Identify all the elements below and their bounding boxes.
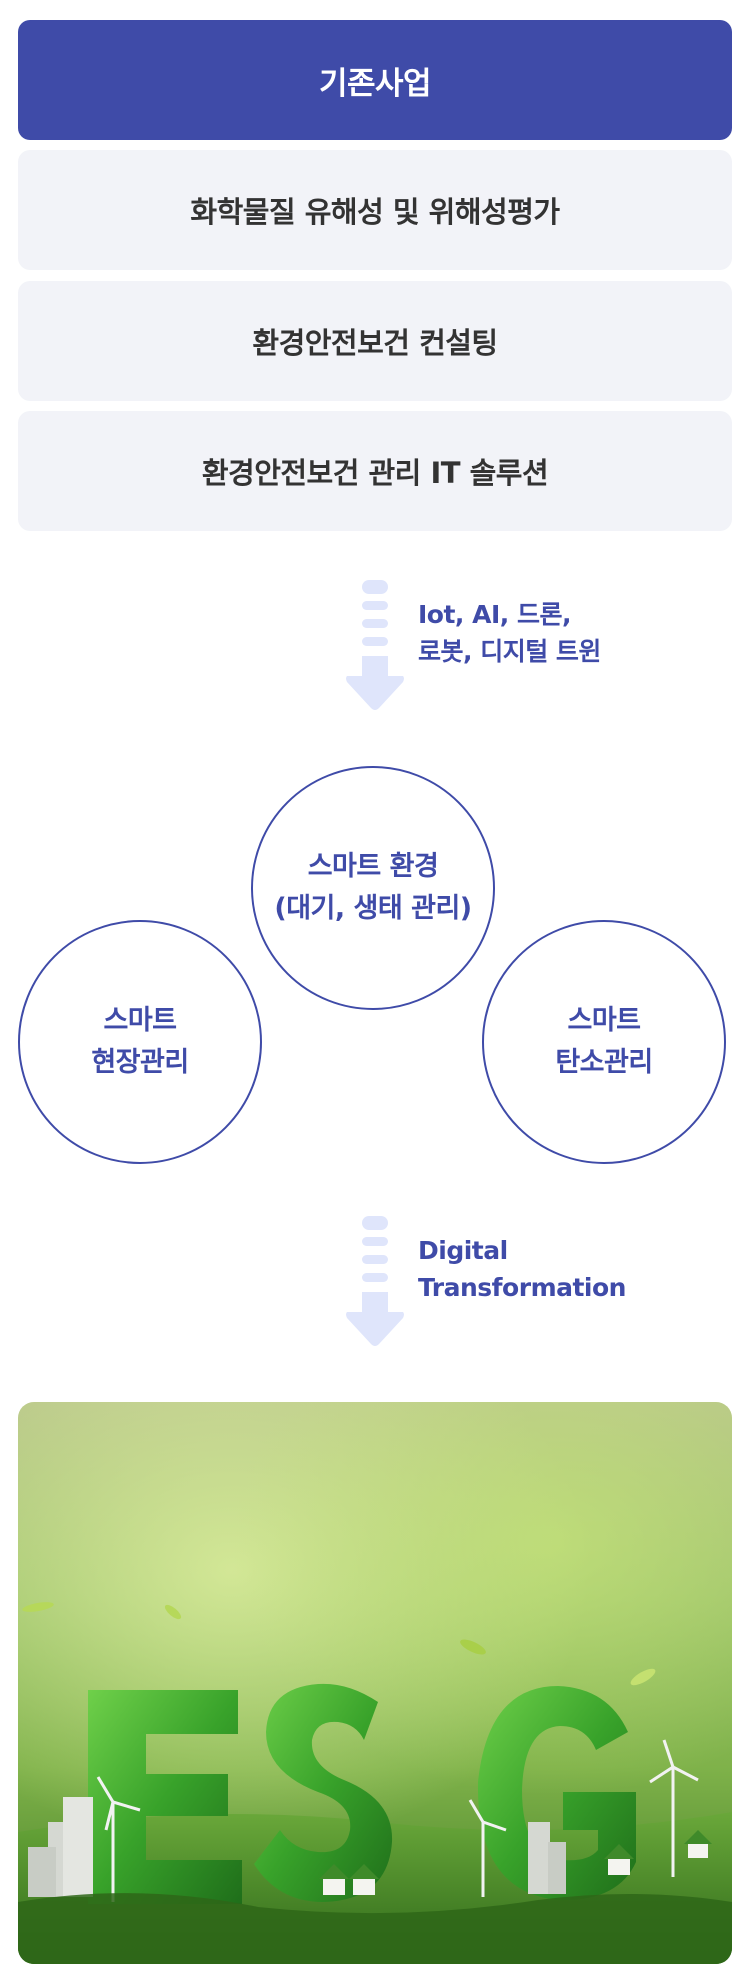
business-item-ehs-consulting: 환경안전보건 컨설팅	[18, 281, 732, 401]
arrow-down-icon	[346, 1216, 404, 1346]
transition-label-tech: Iot, AI, 드론, 로봇, 디지털 트윈	[418, 596, 601, 670]
business-item-ehs-it-solution: 환경안전보건 관리 IT 솔루션	[18, 411, 732, 531]
circle-smart-environment: 스마트 환경 (대기, 생태 관리)	[251, 766, 495, 1010]
transition-label-line: 로봇, 디지털 트윈	[418, 637, 601, 666]
transition-label-dx: Digital Transformation	[418, 1232, 626, 1306]
transition-label-line: Transformation	[418, 1273, 626, 1302]
esg-letter-g	[477, 1686, 636, 1901]
circle-label-line: 스마트	[567, 1005, 641, 1036]
house-icon	[319, 1830, 712, 1895]
circle-label-line: 탄소관리	[555, 1047, 653, 1078]
business-item-hazard-assessment: 화학물질 유해성 및 위해성평가	[18, 150, 732, 270]
circle-label-line: 스마트	[103, 1005, 177, 1036]
circle-smart-carbon-management: 스마트 탄소관리	[482, 920, 726, 1164]
transition-label-line: Iot, AI, 드론,	[418, 600, 571, 629]
arrow-down-icon	[346, 580, 404, 710]
esg-letter-e	[88, 1690, 242, 1904]
esg-scene	[18, 1402, 732, 1964]
transition-label-line: Digital	[418, 1236, 508, 1265]
esg-illustration	[18, 1402, 732, 1964]
existing-business-header: 기존사업	[18, 20, 732, 140]
circle-smart-site-management: 스마트 현장관리	[18, 920, 262, 1164]
circle-label-line: 스마트 환경	[307, 851, 439, 882]
circle-label-line: (대기, 생태 관리)	[274, 893, 472, 924]
esg-letter-s	[254, 1683, 393, 1902]
circle-label-line: 현장관리	[91, 1047, 189, 1078]
